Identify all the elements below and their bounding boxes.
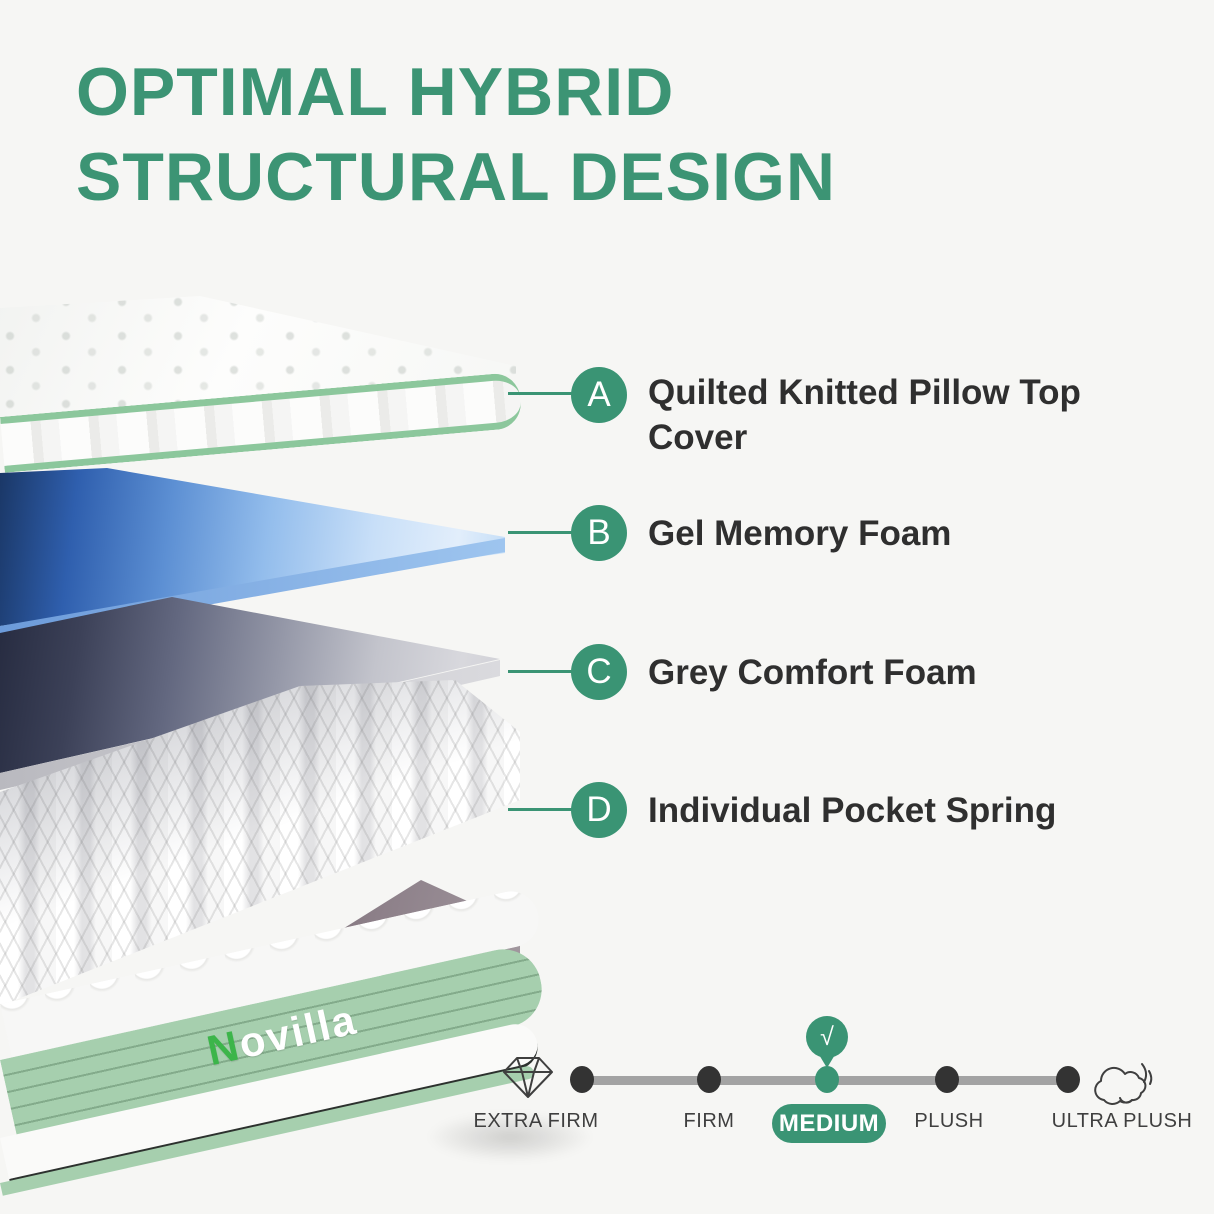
base-top-surface [229,880,520,1022]
firmness-label-ultra-plush: ULTRA PLUSH [1051,1110,1193,1132]
base-lower-white-band [0,1020,542,1182]
gel-memory-foam-edge [0,538,505,642]
callout-label-b: Gel Memory Foam [648,514,952,553]
callout-label-d: Individual Pocket Spring [648,791,1057,830]
callout-label-c: Grey Comfort Foam [648,653,977,692]
gel-memory-foam-layer [0,468,505,626]
grey-comfort-foam-edge [0,660,500,790]
brand-rest: ovilla [234,995,362,1068]
firmness-dot-firm [697,1066,721,1093]
quilted-top-surface [0,296,516,420]
callout-circle-a: A [571,367,627,423]
firmness-label-plush: PLUSH [914,1110,984,1132]
firmness-dot-extra-firm [570,1066,594,1093]
page-title: OPTIMAL HYBRID STRUCTURAL DESIGN [76,50,836,220]
firmness-dot-ultra-plush [1056,1066,1080,1093]
brand-initial: N [202,1021,245,1075]
firmness-label-medium: MEDIUM [772,1104,886,1143]
callout-circle-b: B [571,505,627,561]
callout-line-b [508,531,572,534]
checkmark-icon: √ [820,1022,834,1051]
page-title-line2: STRUCTURAL DESIGN [76,139,836,215]
base-green-band: Novilla [0,942,549,1137]
callout-circle-d: D [571,782,627,838]
firmness-label-firm: FIRM [683,1110,735,1132]
callout-circle-c: C [571,644,627,700]
quilted-side-band [0,371,523,473]
grey-comfort-foam-layer [0,597,500,773]
callout-letter-b: B [587,513,611,552]
cloud-icon [1094,1063,1153,1105]
firmness-dot-plush [935,1066,959,1093]
callout-line-a [508,392,572,395]
firmness-label-extra-firm: EXTRA FIRM [473,1110,599,1132]
firmness-dot-medium [815,1066,839,1093]
callout-letter-c: C [586,652,612,691]
pocket-spring-layer [0,680,520,1006]
callout-label-a: Quilted Knitted Pillow Top Cover [648,373,1081,457]
callout-letter-a: A [587,375,611,414]
page-title-line1: OPTIMAL HYBRID [76,54,675,130]
callout-line-c [508,670,572,673]
callout-line-d [508,808,572,811]
selected-pin: √ [806,1016,848,1058]
diamond-icon [503,1057,553,1098]
brand-logo: Novilla [203,995,362,1075]
base-white-rim [0,886,545,1059]
callout-letter-d: D [586,790,612,829]
